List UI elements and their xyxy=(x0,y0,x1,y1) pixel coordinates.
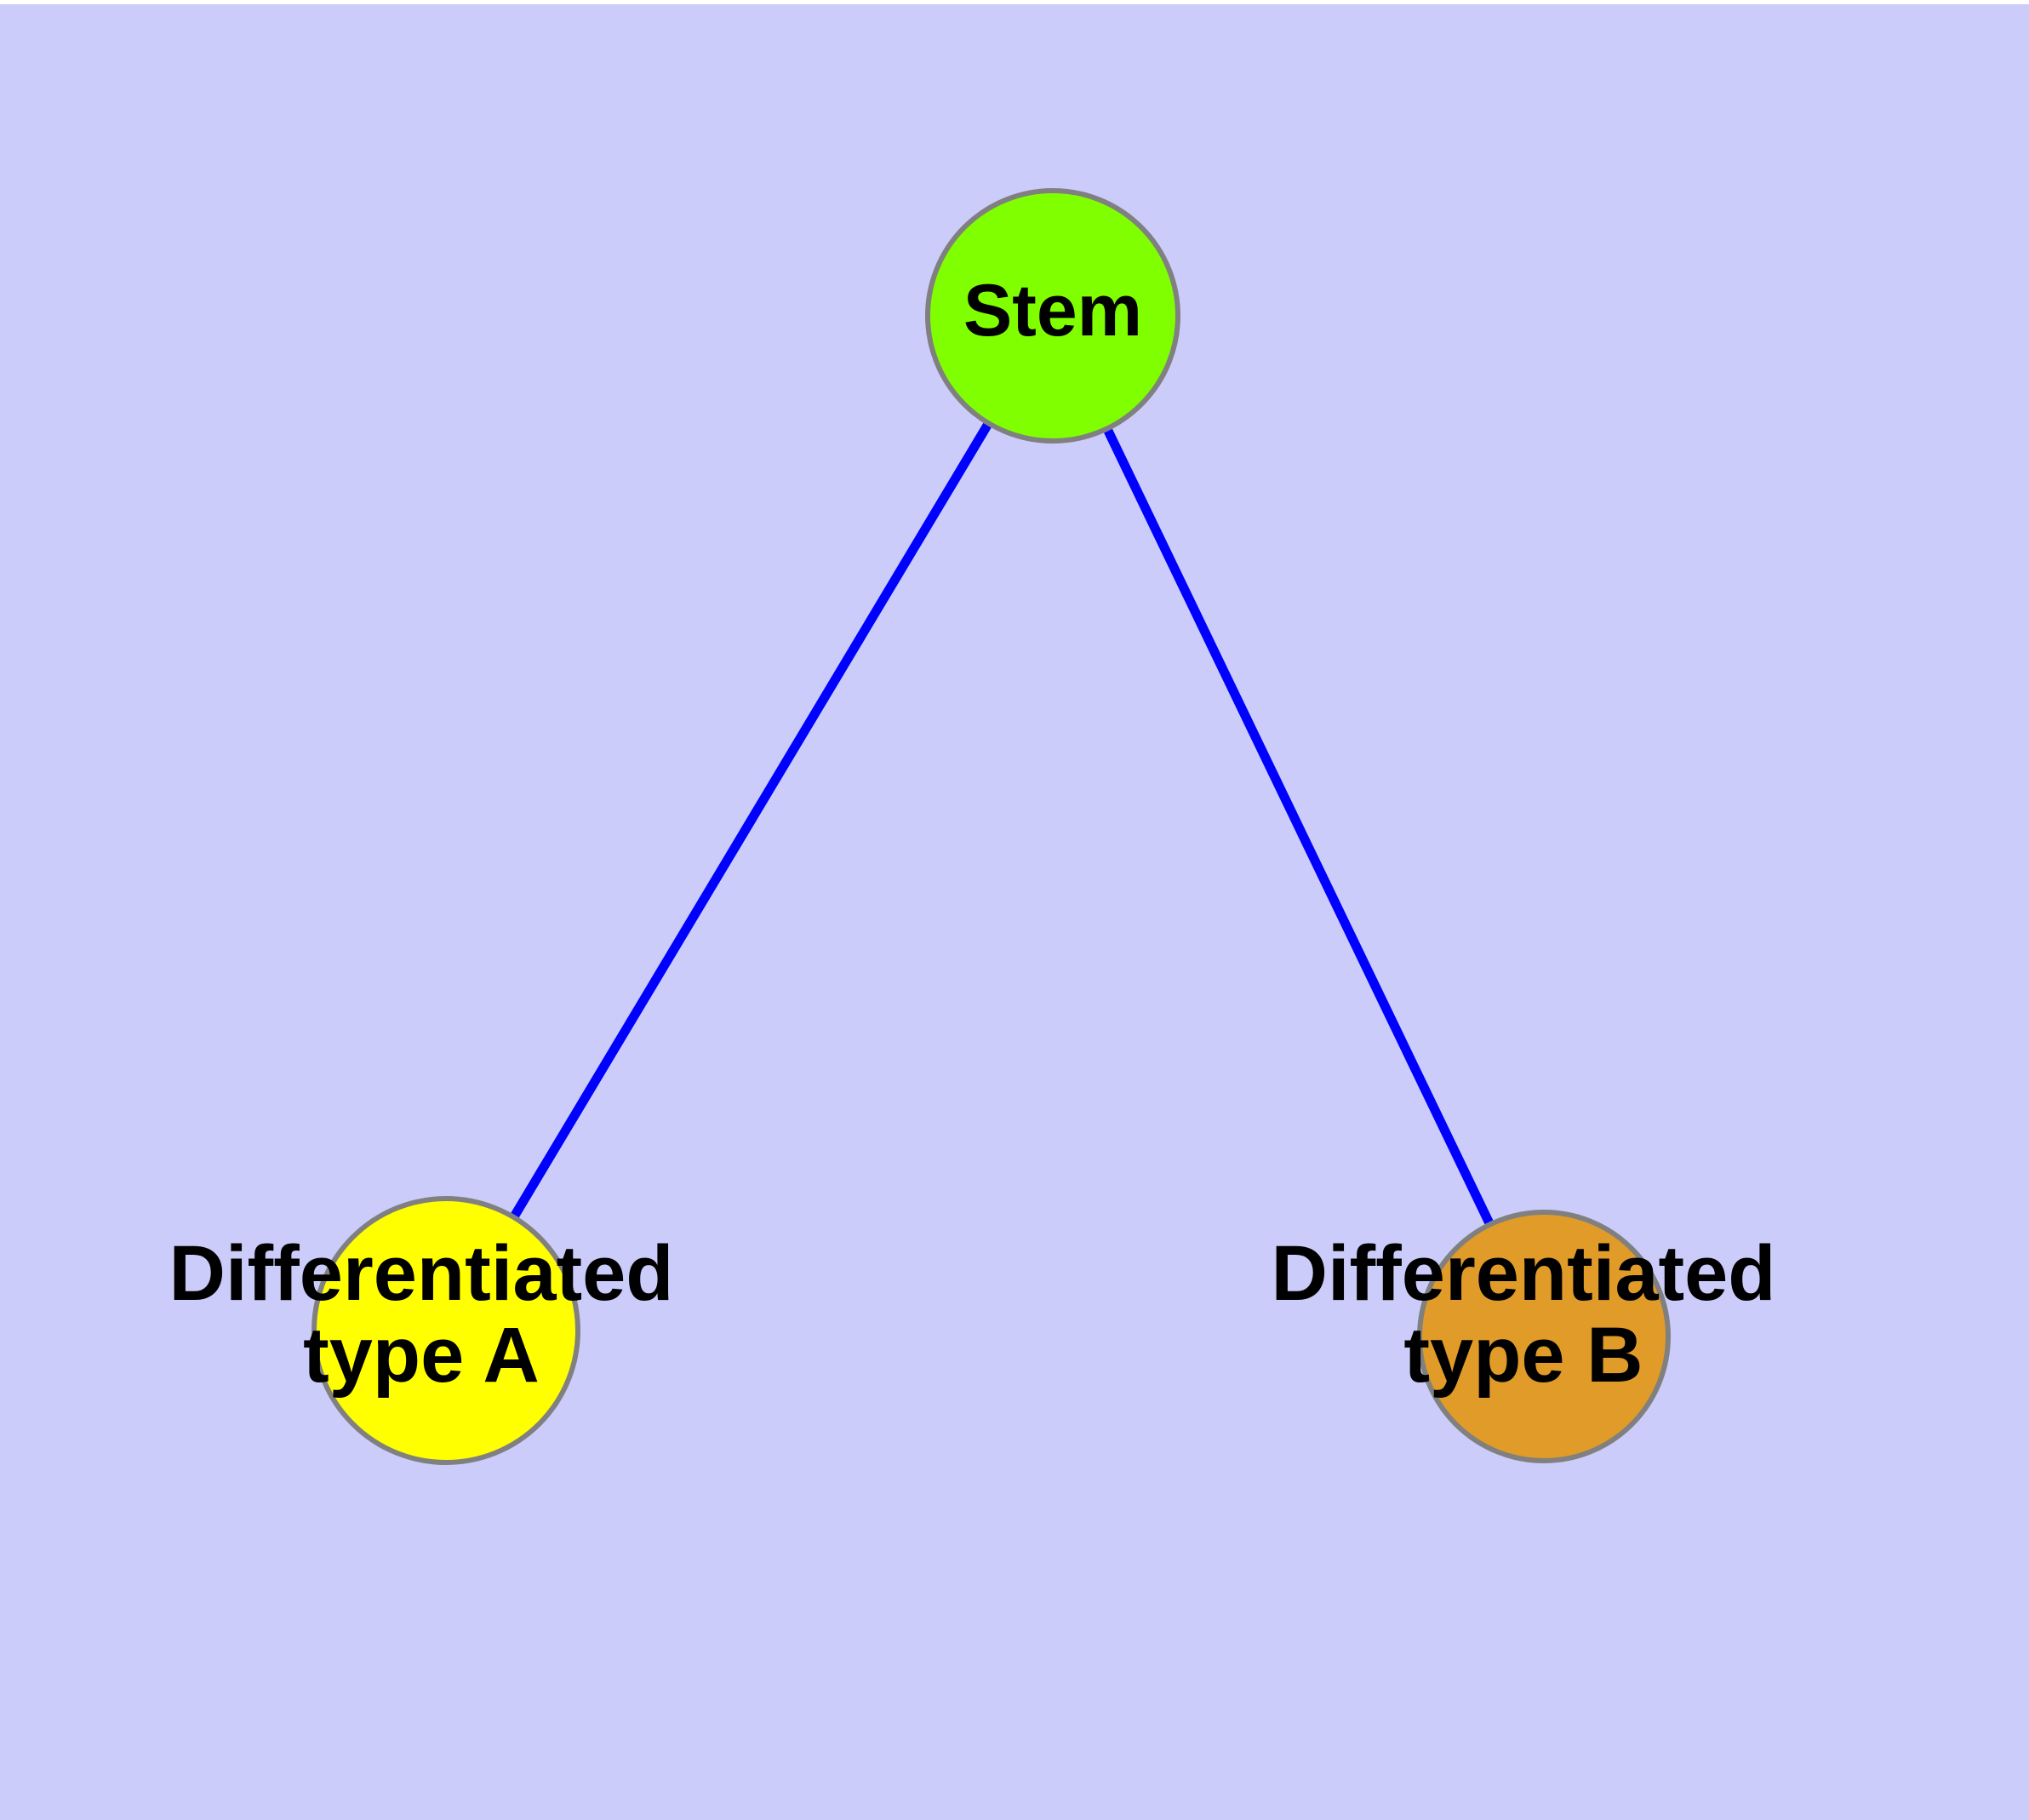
node-diff_a[interactable] xyxy=(311,1196,580,1465)
node-label-line: type B xyxy=(1403,1312,1643,1399)
node-label-stem: Stem xyxy=(963,270,1142,352)
edge-stem-diff-b xyxy=(1104,428,1494,1225)
node-label-line: type A xyxy=(303,1312,540,1399)
edges-layer xyxy=(511,422,1494,1225)
edge-stem-diff-a xyxy=(511,422,992,1218)
node-diff_b[interactable] xyxy=(1417,1210,1671,1463)
node-label-line: Differentiated xyxy=(169,1230,674,1317)
nodes-layer xyxy=(311,188,1671,1465)
node-label-line: Stem xyxy=(963,270,1142,352)
node-label-line: Differentiated xyxy=(1272,1230,1776,1317)
node-stem[interactable] xyxy=(925,188,1180,444)
